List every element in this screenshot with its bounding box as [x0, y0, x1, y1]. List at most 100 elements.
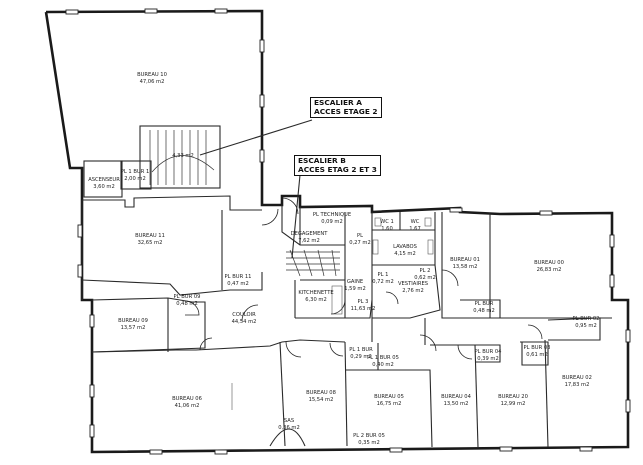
room-label-degagement: DEGAGEMENT 7,62 m2: [291, 231, 328, 244]
room-label-sas: SAS 0,36 m2: [278, 418, 300, 431]
room-name: PL BUR 03: [523, 345, 551, 351]
room-name: KITCHENETTE: [298, 290, 334, 296]
room-area: 0,95 m2: [575, 322, 597, 329]
room-label-pl-bur-02: PL BUR 02 0,95 m2: [573, 316, 600, 329]
room-label-pl-bur-09: PL BUR 09 0,48 m2: [174, 294, 201, 307]
room-label-bureau-02: BUREAU 02 17,83 m2: [562, 375, 592, 388]
room-area: 16,75 m2: [376, 400, 402, 407]
room-area: 0,48 m2: [473, 307, 495, 314]
room-area: 1,60: [381, 225, 393, 232]
room-area: 0,62 m2: [414, 274, 436, 281]
room-name: BUREAU 09: [118, 318, 148, 324]
room-label-kitchenette: KITCHENETTE 6,30 m2: [298, 290, 333, 303]
room-name: LAVABOS: [393, 244, 417, 250]
room-label-pl-1-bur-05: PL 1 BUR 05 0,40 m2: [367, 355, 399, 368]
room-area: 0,29 m2: [350, 353, 372, 360]
room-name: BUREAU 02: [562, 375, 592, 381]
room-label-bureau-09: BUREAU 09 13,57 m2: [118, 318, 148, 331]
room-name: PL 2: [419, 268, 431, 274]
room-area: 41,06 m2: [174, 402, 200, 409]
room-label-bureau-00: BUREAU 00 26,83 m2: [534, 260, 564, 273]
room-area: 32,65 m2: [137, 239, 163, 246]
room-name: PL BUR: [474, 301, 494, 307]
room-label-pl-1-bur-10: PL 1 BUR 1 2,00 m2: [121, 169, 150, 182]
stair-a-callout: ESCALIER A ACCES ETAGE 2: [310, 97, 382, 119]
room-area: 1,67: [409, 225, 421, 232]
interior-walls: [81, 125, 612, 448]
room-area: 0,39 m2: [477, 355, 499, 362]
room-label-bureau-11: BUREAU 11 32,65 m2: [135, 233, 165, 246]
stair-b-callout-line2: ACCES ETAG 2 ET 3: [298, 164, 377, 174]
room-name: WC 1: [380, 219, 394, 225]
room-label-pl-1: PL 1 0,72 m2: [372, 272, 394, 285]
room-name: PL 1 BUR 05: [367, 355, 399, 361]
room-name: PL 3: [357, 299, 369, 305]
room-name: BUREAU 05: [374, 394, 404, 400]
room-name: ASCENSEUR: [88, 177, 120, 183]
room-name: VESTIAIRES: [397, 281, 429, 287]
room-area: 0,36 m2: [278, 424, 300, 431]
outer-walls: [44, 9, 630, 454]
room-name: BUREAU 00: [534, 260, 564, 266]
room-label-pl-bur-04: PL BUR 04 0,39 m2: [475, 349, 502, 362]
room-area: 2,76 m2: [402, 287, 424, 294]
room-area: 13,50 m2: [443, 400, 469, 407]
room-name: PL BUR 02: [572, 316, 600, 322]
room-name: BUREAU 06: [172, 396, 202, 402]
room-label-pl-bur-11: PL BUR 11 0,47 m2: [225, 274, 252, 287]
stair-b-hatch: [286, 249, 340, 277]
room-label-pl-technique: PL TECHNIQUE 0,09 m2: [313, 212, 351, 225]
room-name: BUREAU 04: [441, 394, 471, 400]
room-name: PL: [356, 233, 364, 239]
room-area: 0,61 m2: [526, 351, 548, 358]
room-label-pl-bur-03: PL BUR 03 0,61 m2: [524, 345, 551, 358]
room-label-pl-1-bur: PL 1 BUR 0,29 m2: [349, 347, 373, 360]
room-area: 3,60 m2: [93, 183, 115, 190]
room-label-lavabos: LAVABOS 4,15 m2: [393, 244, 417, 257]
windows: [65, 8, 631, 455]
room-area: 4,15 m2: [394, 250, 416, 257]
room-area: 7,62 m2: [298, 237, 320, 244]
room-area: 0,72 m2: [372, 278, 394, 285]
room-name: PL BUR 04: [474, 349, 502, 355]
stair-a-callout-line2: ACCES ETAGE 2: [314, 106, 378, 116]
room-label-bureau-06: BUREAU 06 41,06 m2: [172, 396, 202, 409]
room-area: 26,83 m2: [536, 266, 562, 273]
room-area: 0,48 m2: [176, 300, 198, 307]
room-label-wc-1: WC 1 1,60: [380, 219, 394, 232]
room-area: 0,47 m2: [227, 280, 249, 287]
room-area: 0,09 m2: [321, 218, 343, 225]
stair-b-callout-line1: ESCALIER B: [298, 156, 346, 165]
stair-a-hatch: [149, 130, 215, 185]
room-name: PL BUR 11: [224, 274, 252, 280]
room-name: PL 1 BUR: [349, 347, 373, 353]
room-name: PL 1 BUR 1: [120, 169, 150, 175]
room-area: 4,33 m2: [172, 153, 194, 159]
room-label-vestiaires: VESTIAIRES 2,76 m2: [398, 281, 428, 294]
room-label-pl-3: PL 3 11,63 m2: [351, 299, 376, 312]
room-name: BUREAU 20: [498, 394, 528, 400]
sanitary-fixtures: [231, 217, 434, 410]
room-label-pl-27: PL 0,27 m2: [349, 233, 371, 246]
room-label-pl-bur-01: PL BUR 0,48 m2: [473, 301, 495, 314]
room-area: 11,63 m2: [350, 305, 376, 312]
room-area: 13,57 m2: [120, 324, 146, 331]
room-area: 0,35 m2: [358, 439, 380, 446]
room-area: 44,54 m2: [231, 318, 257, 325]
room-label-bureau-05: BUREAU 05 16,75 m2: [374, 394, 404, 407]
room-name: COULOIR: [232, 312, 256, 318]
room-area: 15,54 m2: [308, 396, 334, 403]
room-area: 17,83 m2: [564, 381, 590, 388]
room-area: 1,59 m2: [344, 285, 366, 292]
room-area: 6,30 m2: [305, 296, 327, 303]
room-area: 13,58 m2: [452, 263, 478, 270]
room-label-bureau-08: BUREAU 08 15,54 m2: [306, 390, 336, 403]
room-name: WC: [410, 219, 420, 225]
stair-b-callout: ESCALIER B ACCES ETAG 2 ET 3: [294, 155, 381, 177]
room-name: PL 2 BUR 05: [353, 433, 385, 439]
room-label-pl-2-bur-05: PL 2 BUR 05 0,35 m2: [353, 433, 385, 446]
room-label-gaine: GAINE 1,59 m2: [344, 279, 366, 292]
room-label-bureau-20: BUREAU 20 12,99 m2: [498, 394, 528, 407]
room-label-pl-2: PL 2 0,62 m2: [414, 268, 436, 281]
